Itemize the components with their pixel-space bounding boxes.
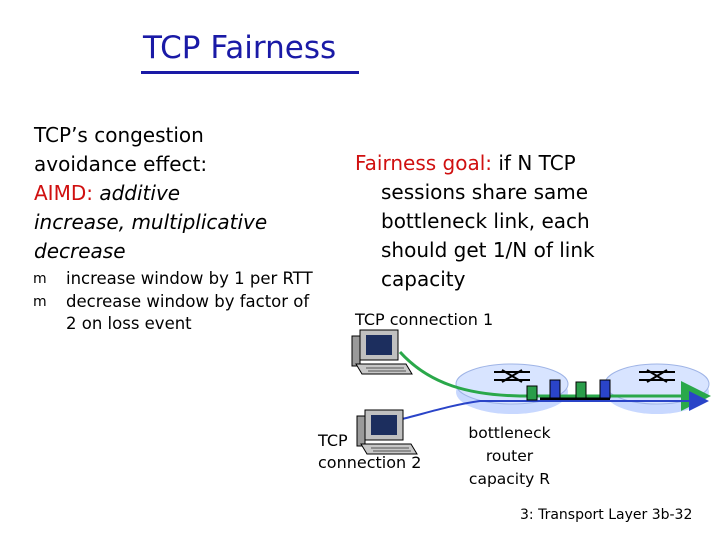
list-item: m decrease window by factor of 2 on loss … xyxy=(30,291,320,335)
goal-line-4: should get 1/N of link xyxy=(381,238,595,262)
bottleneck-router-label: bottleneck router capacity R xyxy=(462,422,557,491)
fairness-goal-text: Fairness goal: if N TCP sessions share s… xyxy=(355,149,655,294)
list-item: m increase window by 1 per RTT xyxy=(30,268,320,290)
packet xyxy=(526,385,538,401)
connection-2-label: TCP connection 2 xyxy=(318,430,421,474)
title-underline xyxy=(141,71,359,74)
fairness-goal-label: Fairness goal: xyxy=(355,151,493,175)
destination-router xyxy=(604,363,710,414)
goal-line-3: bottleneck link, each xyxy=(381,209,590,233)
bullet-text: increase window by 1 per RTT xyxy=(66,269,313,288)
bullet-icon: m xyxy=(33,271,47,287)
bullet-text: decrease window by factor of 2 on loss e… xyxy=(66,292,310,333)
connection-2-line-1: TCP xyxy=(318,431,348,450)
aimd-label: AIMD: xyxy=(34,181,93,205)
packet xyxy=(549,379,561,399)
left-line-2: avoidance effect: xyxy=(34,152,208,176)
goal-line-5: capacity xyxy=(381,267,466,291)
left-line-3: AIMD: additive xyxy=(34,179,324,208)
connection-1-path xyxy=(398,350,711,411)
slide-footer: 3: Transport Layer 3b-32 xyxy=(520,507,693,523)
aimd-bullet-list: m increase window by 1 per RTT m decrease … xyxy=(30,268,320,336)
aimd-description: TCP’s congestion avoidance effect: AIMD:… xyxy=(34,121,324,266)
left-line-4: increase, multiplicative xyxy=(34,210,268,234)
router-line-1: bottleneck xyxy=(468,424,551,442)
packets xyxy=(526,379,611,401)
left-line-1: TCP’s congestion xyxy=(34,123,204,147)
router-line-3: capacity R xyxy=(468,470,551,488)
aimd-rest: additive xyxy=(92,181,181,205)
goal-line-1-rest: if N TCP xyxy=(492,151,576,175)
connection-2-path xyxy=(397,391,709,421)
computer-icon xyxy=(356,409,418,455)
goal-line-2: sessions share same xyxy=(381,180,589,204)
connection-2-line-2: connection 2 xyxy=(318,453,422,472)
bullet-icon: m xyxy=(33,294,47,310)
router-line-2: router xyxy=(485,447,534,465)
goal-line-1: Fairness goal: if N TCP xyxy=(355,149,655,178)
packet xyxy=(599,379,611,399)
computer-icon xyxy=(351,329,413,375)
slide-title: TCP Fairness xyxy=(143,30,337,66)
connection-1-label: TCP connection 1 xyxy=(355,310,494,329)
packet xyxy=(575,381,587,399)
left-line-5: decrease xyxy=(34,239,126,263)
